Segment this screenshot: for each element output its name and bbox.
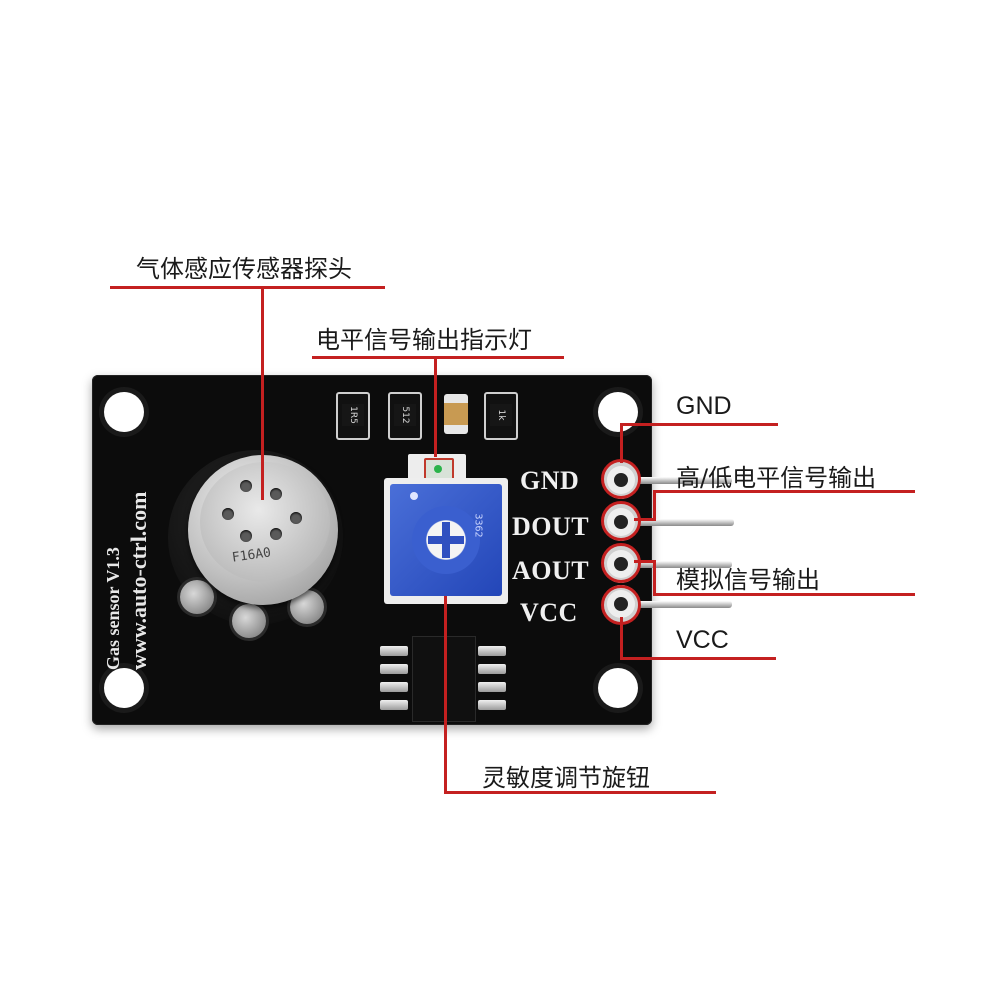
callout-aout-link [634,560,656,563]
callout-indicator-v [434,357,437,457]
callout-vcc-h [620,657,776,660]
header-pin-dout [620,519,734,526]
probe-cap [200,462,330,582]
header-pin-gnd [620,477,732,484]
callout-aout-v [653,560,656,596]
ic-leg [380,682,408,692]
board-model: Gas sensor V1.3 [103,547,123,670]
silk-label-aout: AOUT [512,556,590,585]
smd-resistor-3-mark: 1k [490,404,512,426]
callout-circle-gnd [601,459,641,499]
ic-leg [478,682,506,692]
mount-hole-bottom-left [104,668,144,708]
callout-dout-h [653,490,915,493]
callout-dout-link [634,518,656,521]
pot-slot-icon [442,522,450,558]
smd-resistor-2-mark: 512 [394,404,416,426]
smd-resistor-1: 1R5 [336,392,370,440]
ic-leg [478,700,506,710]
smd-resistor-3: 1k [484,392,518,440]
board-website: www.auto-ctrl.com [126,491,151,670]
callout-gnd-v [620,423,623,463]
callout-dout-v [653,490,656,520]
callout-sensitivity-v [444,596,447,794]
smd-capacitor [444,394,468,434]
mount-hole-top-left [104,392,144,432]
ic-leg [380,646,408,656]
label-gnd: GND [676,392,732,420]
callout-probe-v [261,287,264,500]
callout-vcc-v [620,617,623,660]
header-pin-aout [620,561,732,568]
callout-circle-aout [601,543,641,583]
probe-vent [270,528,282,540]
ic-leg [380,700,408,710]
probe-nut-left [180,580,214,614]
silk-label-gnd: GND [520,466,580,495]
probe-vent [240,480,252,492]
label-analog-output: 模拟信号输出 [676,566,820,594]
probe-nut-bottom [232,604,266,638]
smd-resistor-1-mark: 1R5 [342,404,364,426]
ic-leg [478,664,506,674]
smd-resistor-2: 512 [388,392,422,440]
mount-hole-bottom-right [598,668,638,708]
board-silkscreen-text: Gas sensor V1.3 www.auto-ctrl.com [100,430,152,670]
callout-probe-h [110,286,385,289]
label-indicator: 电平信号输出指示灯 [316,326,532,354]
probe-vent [222,508,234,520]
pot-marking: 3362 [472,513,484,538]
label-probe: 气体感应传感器探头 [136,255,352,283]
probe-vent [270,488,282,500]
callout-gnd-h [620,423,778,426]
callout-sensitivity-h [444,791,716,794]
label-sensitivity: 灵敏度调节旋钮 [482,764,650,792]
callout-indicator-h [312,356,564,359]
pot-screw [410,492,418,500]
silk-label-vcc: VCC [520,598,578,627]
silk-label-dout: DOUT [512,512,590,541]
callout-aout-h [653,593,915,596]
callout-circle-dout [601,501,641,541]
header-pin-vcc [620,601,732,608]
label-digital-output: 高/低电平信号输出 [676,464,877,492]
probe-vent [290,512,302,524]
mount-hole-top-right [598,392,638,432]
ic-leg [478,646,506,656]
label-vcc: VCC [676,626,729,654]
probe-vent [240,530,252,542]
ic-leg [380,664,408,674]
